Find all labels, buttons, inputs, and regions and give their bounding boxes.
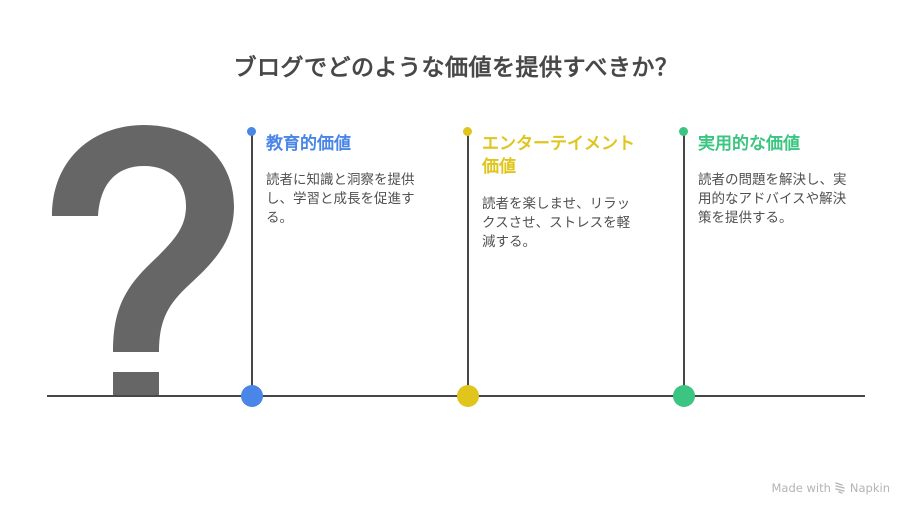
made-with-napkin-watermark[interactable]: Made with Napkin xyxy=(772,481,891,495)
diagram-title: ブログでどのような価値を提供すべきか？ xyxy=(233,55,679,81)
item-1-description: 読者に知識と洞察を提供し、学習と成長を促進する。 xyxy=(266,172,415,226)
item-2-title: エンターテイメント価値 xyxy=(482,134,635,177)
item-3-title: 実用的な価値 xyxy=(698,134,800,154)
item-3-top-dot xyxy=(679,127,688,136)
item-3-stem xyxy=(683,132,685,396)
item-3-bottom-dot xyxy=(673,385,695,407)
question-mark-icon xyxy=(52,125,234,396)
item-2-description: 読者を楽しませ、リラックスさせ、ストレスを軽減する。 xyxy=(482,196,631,250)
watermark-prefix: Made with xyxy=(771,481,831,495)
item-2-bottom-dot xyxy=(457,385,479,407)
watermark-brand: Napkin xyxy=(849,481,890,495)
item-1-bottom-dot xyxy=(241,385,263,407)
item-3-description: 読者の問題を解決し、実用的なアドバイスや解決策を提供する。 xyxy=(698,172,847,226)
item-1-stem xyxy=(251,132,253,396)
napkin-logo-icon xyxy=(835,482,845,494)
item-2-stem xyxy=(467,132,469,396)
item-1-title: 教育的価値 xyxy=(266,134,351,154)
item-1-top-dot xyxy=(247,127,256,136)
timeline-baseline xyxy=(47,395,865,397)
item-2-top-dot xyxy=(463,127,472,136)
